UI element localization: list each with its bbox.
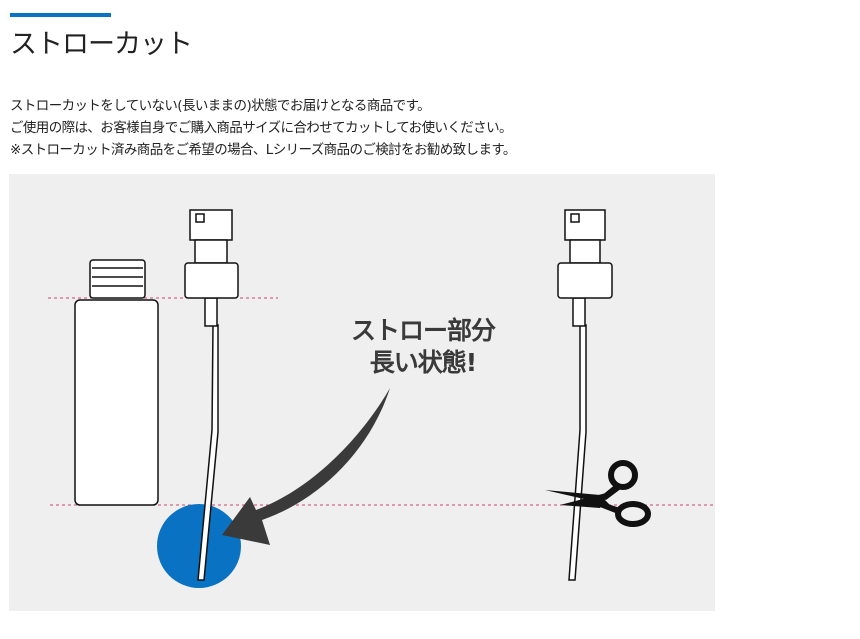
title-accent-bar: [10, 13, 111, 17]
callout-line2: 長い状態!: [369, 348, 477, 377]
pump-right: [557, 209, 613, 581]
callout-text: ストロー部分 長い状態!: [338, 315, 508, 379]
bottle: [74, 259, 159, 506]
description-line: ※ストローカット済み商品をご希望の場合、Lシリーズ商品のご検討をお勧め致します。: [10, 142, 516, 158]
description-line: ご使用の際は、お客様自身でご購入商品サイズに合わせてカットしてお使いください。: [10, 120, 512, 136]
arrow-icon: [222, 388, 390, 545]
section-title: ストローカット: [10, 29, 193, 60]
callout-line1: ストロー部分: [350, 316, 496, 345]
pump-left: [184, 209, 239, 581]
scissors-icon: [545, 460, 651, 527]
description: ストローカットをしていない(長いままの)状態でお届けとなる商品です。 ご使用の際…: [10, 95, 516, 161]
description-line: ストローカットをしていない(長いままの)状態でお届けとなる商品です。: [10, 98, 431, 114]
highlight-circle: [157, 504, 241, 588]
